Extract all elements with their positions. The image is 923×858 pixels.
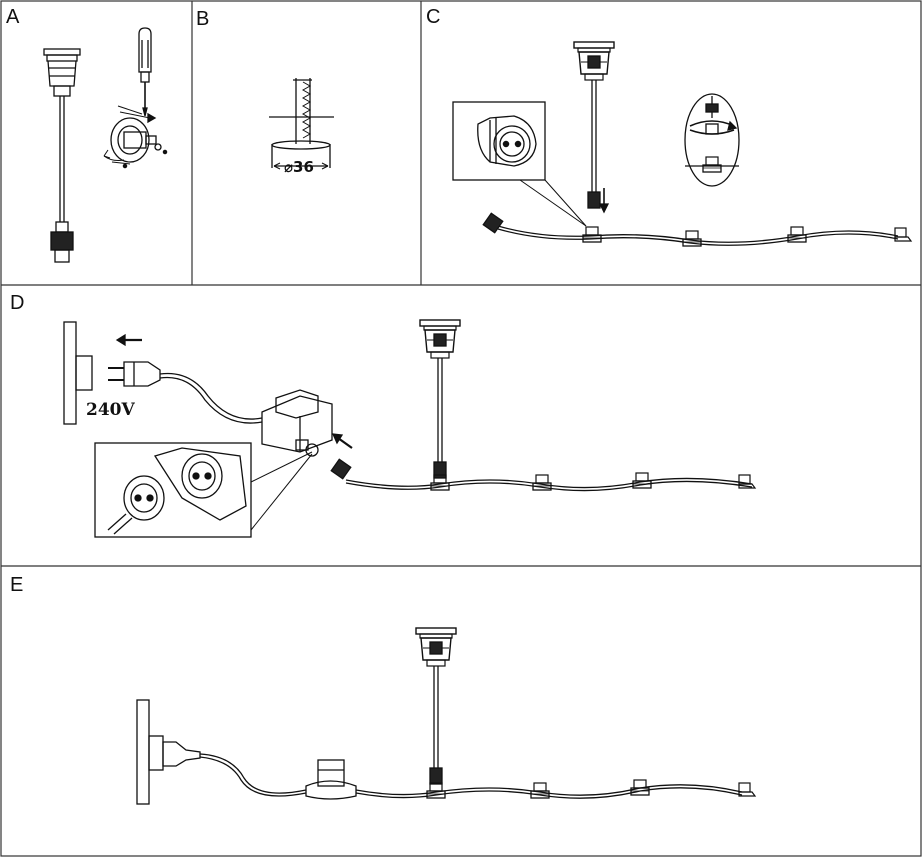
voltage-label: 240V (86, 400, 135, 420)
panel-label-b: B (196, 8, 210, 30)
panel-d-drawing (63, 319, 756, 538)
panel-label-e: E (10, 574, 24, 596)
hole-diameter-label: ⌀36 (284, 158, 314, 176)
panel-label-a: A (6, 6, 20, 28)
panel-a-drawing (43, 27, 168, 263)
panel-label-c: C (426, 6, 441, 28)
panel-e-drawing (136, 627, 756, 805)
panel-c-drawing (452, 41, 912, 247)
panel-label-d: D (10, 292, 25, 314)
panel-b-drawing (269, 78, 334, 170)
